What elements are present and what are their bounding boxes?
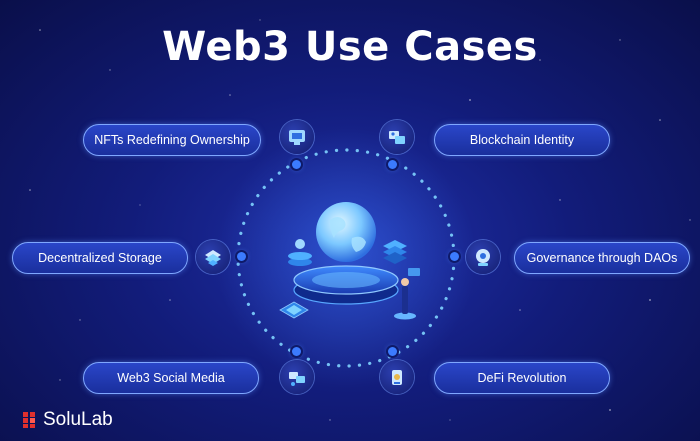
governance-icon (466, 240, 500, 274)
token-stack-icon (288, 239, 312, 266)
connector-dot-defi (388, 347, 397, 356)
page-title: Web3 Use Cases (162, 24, 538, 70)
nft-icon (280, 120, 314, 154)
solulab-logo-mark (23, 412, 35, 428)
connector-dot-identity (388, 160, 397, 169)
use-case-social: Web3 Social Media (83, 362, 259, 394)
use-case-governance: Governance through DAOs (514, 242, 690, 274)
use-case-identity: Blockchain Identity (434, 124, 610, 156)
stacked-blocks-icon (383, 240, 407, 264)
connector-dot-storage (237, 252, 246, 261)
connector-dot-nfts (292, 160, 301, 169)
use-case-nfts: NFTs Redefining Ownership (83, 124, 261, 156)
chip-icon (279, 301, 309, 319)
connector-dot-social (292, 347, 301, 356)
storage-icon (196, 240, 230, 274)
person-figure-icon (394, 268, 420, 320)
brand-name: SoluLab (43, 409, 113, 430)
connector-dot-governance (450, 252, 459, 261)
globe-icon (316, 202, 376, 262)
use-case-storage: Decentralized Storage (12, 242, 188, 274)
solulab-logo: SoluLab (22, 406, 113, 434)
identity-icon (380, 120, 414, 154)
use-case-defi: DeFi Revolution (434, 362, 610, 394)
defi-icon (380, 360, 414, 394)
social-media-icon (280, 360, 314, 394)
